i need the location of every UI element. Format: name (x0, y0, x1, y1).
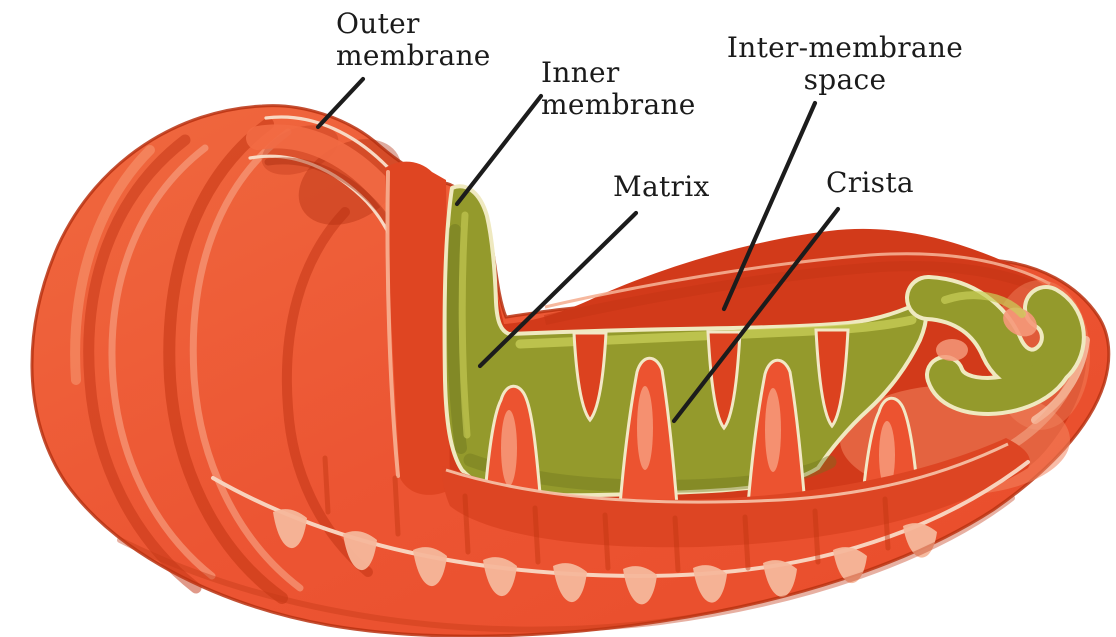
shell-tooth (763, 560, 797, 597)
wall-ridge (602, 512, 611, 571)
wall-ridge (882, 496, 891, 551)
cap-groove-dark-3 (281, 207, 373, 577)
wall-ridge (742, 514, 751, 571)
label-inner-membrane: Inner membrane (541, 56, 696, 122)
shell-tooth (483, 557, 517, 597)
serpentine-notch-highlight-1 (1003, 307, 1037, 337)
cap-groove-dark-2 (163, 118, 288, 604)
matrix-region (442, 184, 1086, 498)
shell-bottom-shade (117, 495, 1015, 633)
crista-finger-highlight (879, 421, 895, 489)
mitochondrion-body (30, 104, 1111, 637)
wall-ridge (392, 475, 401, 537)
wall-ridge (672, 515, 681, 573)
wall-ridge (812, 508, 821, 565)
matrix-light-column-edge (458, 211, 471, 439)
crista-serpentine (909, 279, 1082, 390)
cap-highlight-arc (70, 145, 155, 385)
leader-lines (315, 76, 841, 424)
cut-wall-band (442, 438, 1030, 548)
cut-wall-top-highlight (445, 442, 1009, 504)
shell-tooth (553, 563, 587, 603)
shell-tooth (833, 547, 867, 584)
cristae-folds (482, 328, 921, 507)
inter-membrane-dark-strip (543, 261, 1055, 325)
matrix-shade-dark-column (446, 224, 467, 454)
matrix-light-serpentine (941, 291, 1026, 318)
outer-membrane-inner-line (544, 252, 1051, 309)
shell-tooth (623, 566, 657, 605)
crista-drip (706, 330, 742, 431)
crista-finger-highlight (637, 386, 653, 470)
cap-groove-dark-1 (83, 134, 202, 594)
label-crista: Crista (826, 166, 914, 199)
leader-crista (671, 206, 841, 424)
cut-face-left-column (385, 161, 450, 495)
cap-groove-light-1 (108, 144, 216, 580)
crista-drip (814, 328, 850, 429)
cap-groove-light-2 (189, 128, 304, 592)
cap-shadow-blotch-1 (298, 139, 402, 225)
serpentine-notch-highlight-2 (936, 339, 968, 361)
crista-finger-highlight (501, 410, 517, 486)
crista-finger-highlight (765, 388, 781, 472)
crista-drip (572, 331, 608, 423)
leader-inter-membrane-space (721, 100, 818, 312)
label-outer-membrane: Outer membrane (336, 7, 491, 73)
shell-tooth (903, 523, 937, 558)
leader-outer-membrane (315, 76, 366, 130)
shell-tooth (343, 531, 377, 571)
label-inter-membrane-space: Inter-membrane space (726, 31, 964, 97)
wall-ridge (462, 493, 471, 555)
wall-ridge (532, 505, 541, 565)
cut-face-left-edge-highlight (385, 170, 400, 478)
leader-matrix (477, 210, 639, 369)
label-matrix: Matrix (613, 170, 710, 203)
wall-ridge (322, 455, 331, 515)
leader-inner-membrane (454, 93, 544, 207)
bottom-shell (117, 495, 1015, 633)
shell-tooth (693, 565, 727, 603)
shell-tooth (273, 509, 307, 549)
shell-tooth (413, 547, 447, 587)
crista-serpentine-2 (929, 342, 1072, 413)
